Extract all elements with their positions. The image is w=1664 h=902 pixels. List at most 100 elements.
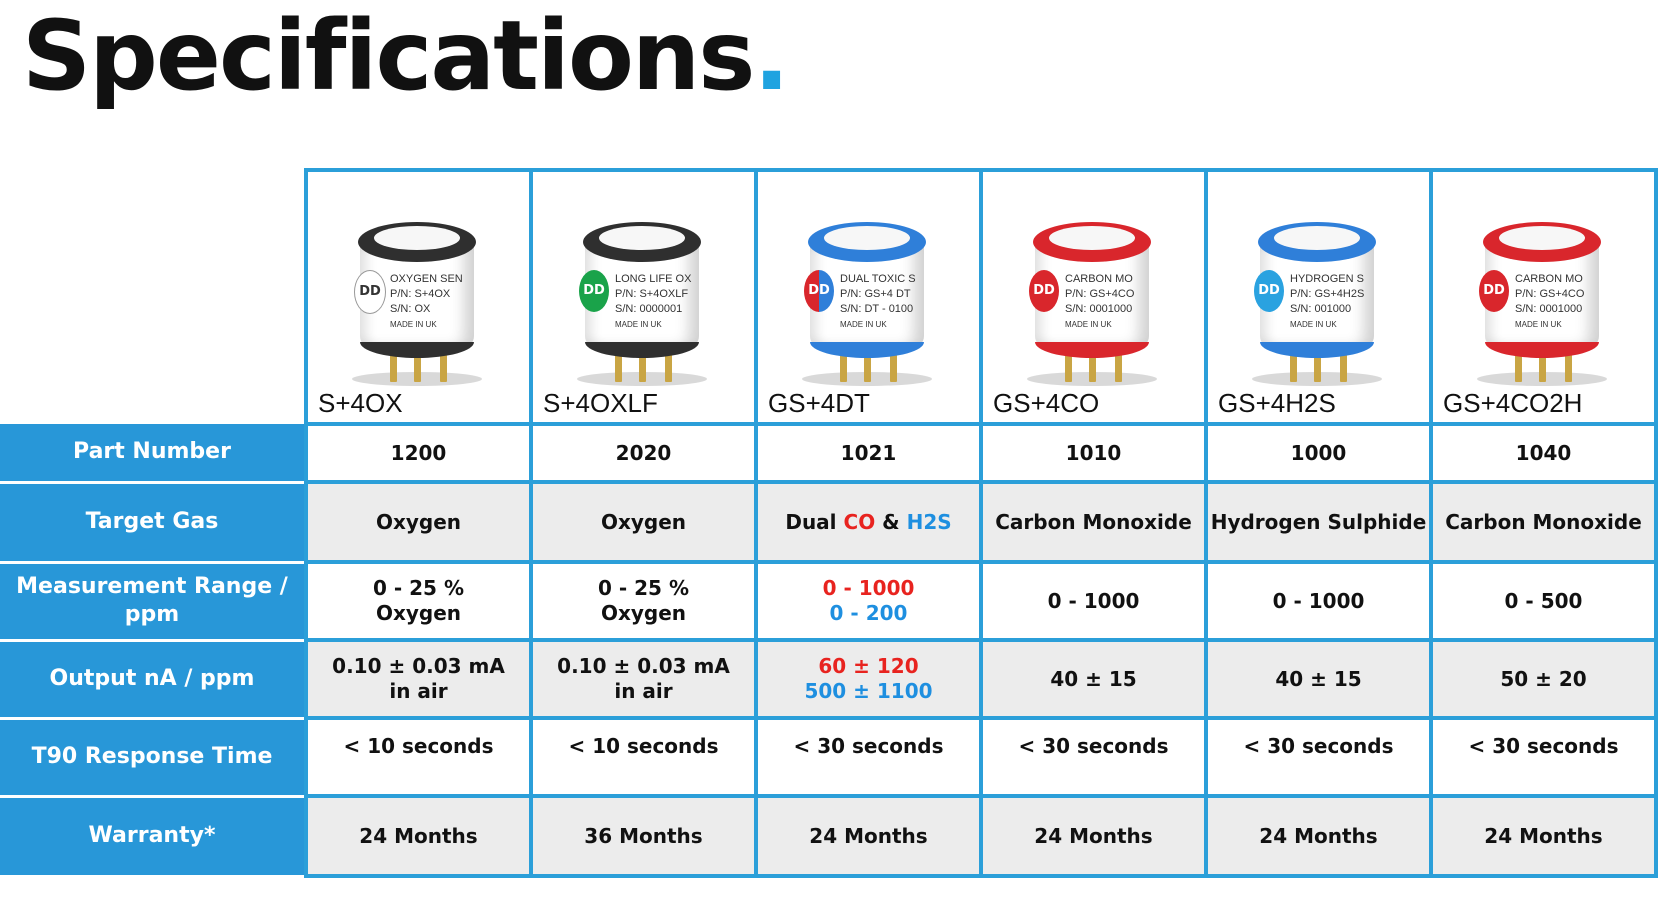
pin-icon xyxy=(890,354,897,382)
model-name: GS+4DT xyxy=(768,388,870,418)
sensor-image: DD CARBON MO P/N: GS+4CO S/N: 0001000 MA… xyxy=(1477,218,1607,388)
cell-t90: < 30 seconds xyxy=(754,716,983,798)
product-header-row: DD OXYGEN SEN P/N: S+4OX S/N: OX MADE IN… xyxy=(0,168,1658,426)
sensor-image: DD OXYGEN SEN P/N: S+4OX S/N: OX MADE IN… xyxy=(352,218,482,388)
cell-t90: < 30 seconds xyxy=(1204,716,1433,798)
pin-icon xyxy=(1565,354,1572,382)
title-text: Specifications xyxy=(22,0,755,112)
cell-part-number: 1200 xyxy=(304,422,533,484)
pin-icon xyxy=(615,354,622,382)
row-label-target-gas: Target Gas xyxy=(0,482,306,564)
pin-icon xyxy=(1065,354,1072,382)
cell-output: 40 ± 15 xyxy=(1204,638,1433,720)
pin-icon xyxy=(1314,354,1321,382)
cell-target-gas: Carbon Monoxide xyxy=(979,480,1208,564)
model-name: GS+4CO xyxy=(993,388,1100,418)
cell-target-gas-dual: Dual CO & H2S xyxy=(754,480,983,564)
row-warranty: Warranty* 24 Months 36 Months 24 Months … xyxy=(0,794,1658,878)
sensor-image: DD LONG LIFE OX P/N: S+4OXLF S/N: 000000… xyxy=(577,218,707,388)
cell-output: 40 ± 15 xyxy=(979,638,1208,720)
cell-part-number: 1040 xyxy=(1429,422,1658,484)
cell-t90: < 30 seconds xyxy=(979,716,1208,798)
cell-t90: < 10 seconds xyxy=(529,716,758,798)
sensor-image: DD CARBON MO P/N: GS+4CO S/N: 0001000 MA… xyxy=(1027,218,1157,388)
cell-target-gas: Hydrogen Sulphide xyxy=(1204,480,1433,564)
row-label-t90: T90 Response Time xyxy=(0,718,306,798)
cell-warranty: 24 Months xyxy=(304,794,533,878)
dd-logo-icon: DD xyxy=(1254,270,1284,312)
product-header-s4oxlf: DD LONG LIFE OX P/N: S+4OXLF S/N: 000000… xyxy=(529,168,758,426)
pin-icon xyxy=(840,354,847,382)
product-header-gs4co: DD CARBON MO P/N: GS+4CO S/N: 0001000 MA… xyxy=(979,168,1208,426)
product-header-gs4dt: DD DUAL TOXIC S P/N: GS+4 DT S/N: DT - 0… xyxy=(754,168,983,426)
dd-logo-icon: DD xyxy=(354,270,386,314)
cell-measurement-range: 0 - 1000 xyxy=(979,560,1208,642)
pin-icon xyxy=(1539,354,1546,382)
dd-logo-icon: DD xyxy=(579,270,609,312)
pin-icon xyxy=(414,354,421,382)
dd-logo-icon: DD xyxy=(1479,270,1509,312)
specifications-table: DD OXYGEN SEN P/N: S+4OX S/N: OX MADE IN… xyxy=(0,168,1658,878)
sensor-label: CARBON MO P/N: GS+4CO S/N: 0001000 MADE … xyxy=(1515,273,1585,329)
cell-part-number: 1000 xyxy=(1204,422,1433,484)
product-header-gs4h2s: DD HYDROGEN S P/N: GS+4H2S S/N: 001000 M… xyxy=(1204,168,1433,426)
cell-warranty: 24 Months xyxy=(1429,794,1658,878)
cell-part-number: 2020 xyxy=(529,422,758,484)
row-label-warranty: Warranty* xyxy=(0,796,306,878)
cell-warranty: 36 Months xyxy=(529,794,758,878)
cell-target-gas: Carbon Monoxide xyxy=(1429,480,1658,564)
sensor-image: DD HYDROGEN S P/N: GS+4H2S S/N: 001000 M… xyxy=(1252,218,1382,388)
pin-icon xyxy=(1515,354,1522,382)
dd-logo-icon: DD xyxy=(1029,270,1059,312)
pin-icon xyxy=(1115,354,1122,382)
model-name: S+4OXLF xyxy=(543,388,658,418)
cell-warranty: 24 Months xyxy=(979,794,1208,878)
model-name: GS+4CO2H xyxy=(1443,388,1583,418)
cell-t90: < 30 seconds xyxy=(1429,716,1658,798)
cell-output: 50 ± 20 xyxy=(1429,638,1658,720)
pin-icon xyxy=(639,354,646,382)
pin-icon xyxy=(1340,354,1347,382)
sensor-label: HYDROGEN S P/N: GS+4H2S S/N: 001000 MADE… xyxy=(1290,273,1365,329)
cell-target-gas: Oxygen xyxy=(304,480,533,564)
product-header-s4ox: DD OXYGEN SEN P/N: S+4OX S/N: OX MADE IN… xyxy=(304,168,533,426)
sensor-label: CARBON MO P/N: GS+4CO S/N: 0001000 MADE … xyxy=(1065,273,1135,329)
sensor-image: DD DUAL TOXIC S P/N: GS+4 DT S/N: DT - 0… xyxy=(802,218,932,388)
row-label-part-number: Part Number xyxy=(0,424,306,484)
cell-t90: < 10 seconds xyxy=(304,716,533,798)
pin-icon xyxy=(665,354,672,382)
sensor-label: LONG LIFE OX P/N: S+4OXLF S/N: 0000001 M… xyxy=(615,273,692,329)
row-part-number: Part Number 1200 2020 1021 1010 1000 104… xyxy=(0,422,1658,484)
sensor-label: DUAL TOXIC S P/N: GS+4 DT S/N: DT - 0100… xyxy=(840,273,916,329)
title-dot: . xyxy=(753,0,789,112)
pin-icon xyxy=(440,354,447,382)
pin-icon xyxy=(1089,354,1096,382)
row-measurement-range: Measurement Range / ppm 0 - 25 %Oxygen 0… xyxy=(0,560,1658,642)
row-target-gas: Target Gas Oxygen Oxygen Dual CO & H2S C… xyxy=(0,480,1658,564)
model-name: S+4OX xyxy=(318,388,403,418)
row-label-output: Output nA / ppm xyxy=(0,640,306,720)
cell-part-number: 1010 xyxy=(979,422,1208,484)
cell-measurement-range: 0 - 500 xyxy=(1429,560,1658,642)
model-name: GS+4H2S xyxy=(1218,388,1336,418)
cell-measurement-range: 0 - 25 %Oxygen xyxy=(529,560,758,642)
pin-icon xyxy=(864,354,871,382)
dd-logo-icon: DD xyxy=(804,270,834,312)
row-label-measurement-range: Measurement Range / ppm xyxy=(0,562,306,642)
product-header-gs4co2h: DD CARBON MO P/N: GS+4CO S/N: 0001000 MA… xyxy=(1429,168,1658,426)
pin-icon xyxy=(390,354,397,382)
cell-measurement-range: 0 - 1000 xyxy=(1204,560,1433,642)
row-t90: T90 Response Time < 10 seconds < 10 seco… xyxy=(0,716,1658,798)
cell-warranty: 24 Months xyxy=(754,794,983,878)
pin-icon xyxy=(1290,354,1297,382)
empty-corner xyxy=(0,170,306,424)
cell-target-gas: Oxygen xyxy=(529,480,758,564)
cell-part-number: 1021 xyxy=(754,422,983,484)
page-title: Specifications. xyxy=(22,0,790,116)
sensor-label: OXYGEN SEN P/N: S+4OX S/N: OX MADE IN UK xyxy=(390,273,463,329)
